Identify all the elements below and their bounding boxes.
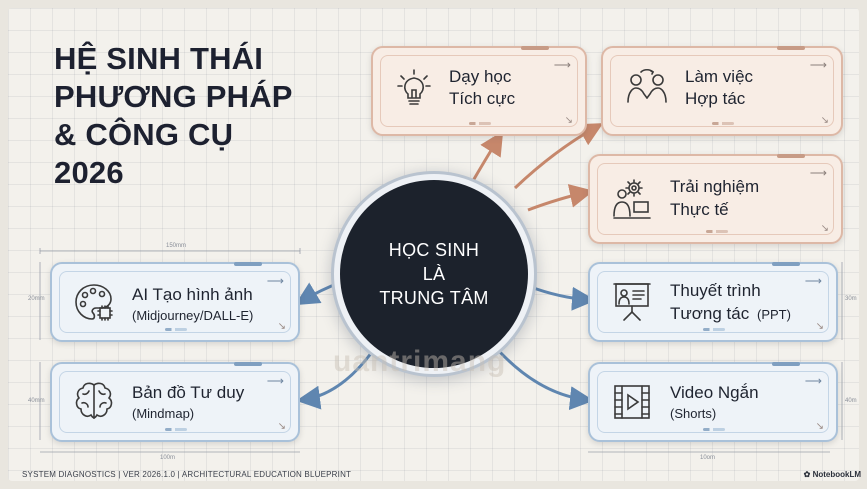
card-ai-image: ⟶↘ AI Tạo hình ảnh (Midjourney/DALL-E)	[50, 262, 300, 342]
watermark: uantrimang	[333, 345, 507, 378]
card-collab-line1: Làm việc	[685, 67, 754, 86]
center-label: HỌC SINH LÀ TRUNG TÂM	[379, 240, 489, 308]
card-mindmap-line1: Bản đồ Tư duy	[132, 383, 245, 402]
lightbulb-icon	[397, 69, 431, 105]
palette-chip-icon	[75, 284, 113, 321]
card-video-line1: Video Ngắn	[670, 383, 759, 402]
card-real-experience: ⟶↘ Trải nghiệm Thực tế	[588, 154, 843, 244]
card-experience-line2: Thực tế	[670, 200, 729, 219]
brand-label: ✿ NotebookLM	[804, 470, 861, 479]
arrow-to-ai	[294, 278, 347, 306]
card-video-line2: (Shorts)	[670, 406, 717, 421]
card-active-line2: Tích cực	[449, 89, 516, 108]
arrow-to-active	[468, 130, 504, 187]
page-title: HỆ SINH THÁI PHƯƠNG PHÁP & CÔNG CỤ 2026	[54, 41, 293, 190]
arrow-to-experience	[527, 184, 594, 212]
center-hub: HỌC SINH LÀ TRUNG TÂM	[340, 180, 528, 368]
arrow-to-mindmap	[296, 351, 374, 410]
card-presentation: ⟶↘ Thuyết trình Tương tác (PPT)	[588, 262, 838, 342]
gear-person-icon	[613, 179, 651, 219]
presentation-icon	[613, 283, 651, 321]
card-mindmap-line2: (Mindmap)	[132, 406, 195, 421]
dimension-right-side-2: 40m	[845, 398, 857, 404]
arrow-to-ppt	[527, 284, 596, 311]
dimension-bottom-right: 10om	[700, 455, 716, 461]
brain-icon	[75, 382, 113, 419]
collaboration-icon	[627, 68, 667, 103]
card-collab-line2: Hợp tác	[685, 89, 746, 108]
card-ai-line2: (Midjourney/DALL-E)	[132, 308, 254, 323]
card-ppt-line1: Thuyết trình	[670, 281, 761, 300]
footer-text: SYSTEM DIAGNOSTICS | VER 2026.1.0 | ARCH…	[22, 470, 352, 479]
arrow-to-collab	[513, 123, 604, 190]
dimension-right-side: 30m	[845, 296, 857, 302]
dimension-bottom-left: 100m	[160, 455, 176, 461]
card-ai-line1: AI Tạo hình ảnh	[132, 285, 253, 304]
card-ppt-line2b: (PPT)	[757, 307, 791, 322]
card-short-video: ⟶↘ Video Ngắn (Shorts)	[588, 362, 838, 442]
card-mindmap: ⟶↘ Bản đồ Tư duy (Mindmap)	[50, 362, 300, 442]
dimension-left-side-2: 40mm	[28, 398, 45, 404]
card-active-line1: Dạy học	[449, 67, 512, 86]
brand-icon: ✿	[803, 470, 813, 479]
card-experience-line1: Trải nghiệm	[670, 177, 760, 196]
film-icon	[614, 385, 650, 419]
card-ppt-line2a: Tương tác	[670, 304, 750, 323]
card-active-learning: ⟶↘ Dạy học Tích cực	[371, 46, 587, 136]
brand-name: NotebookLM	[812, 470, 861, 479]
dimension-left-side: 20mm	[28, 296, 45, 302]
card-collaboration: ⟶↘ Làm việc Hợp tác	[601, 46, 843, 136]
arrow-to-video	[496, 348, 594, 411]
dimension-top-width: 150mm	[166, 243, 187, 249]
